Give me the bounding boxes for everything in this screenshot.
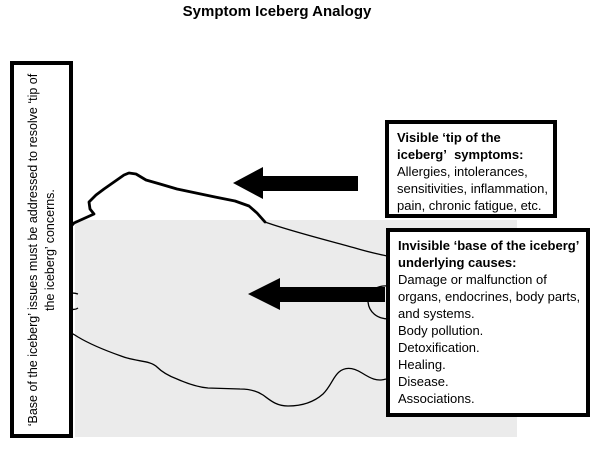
left-note-box: ‘Base of the iceberg’ issues must be add… xyxy=(10,61,73,438)
left-note-line-1: ‘Base of the iceberg’ issues must be add… xyxy=(25,73,40,426)
base-box-heading-line-2: underlying causes: xyxy=(398,255,517,270)
iceberg-underwater-right-slope xyxy=(264,221,388,257)
base-box-heading-line-1: Invisible ‘base of the iceberg’ xyxy=(398,238,580,253)
tip-left-arrow-icon xyxy=(233,167,358,199)
base-box-body-line: organs, endocrines, body parts, xyxy=(398,289,581,304)
base-box-body-line: Healing. xyxy=(398,357,446,372)
left-note-line-2: the iceberg’ concerns. xyxy=(42,188,57,311)
base-box-body-line: Body pollution. xyxy=(398,323,484,338)
base-box-body-line: Associations. xyxy=(398,391,475,406)
base-box-body-line: Damage or malfunction of xyxy=(398,272,547,287)
base-box-body-line: and systems. xyxy=(398,306,475,321)
tip-box-body-line: sensitivities, inflammation, xyxy=(397,181,548,196)
base-box-body-line: Disease. xyxy=(398,374,449,389)
iceberg-above-water-outline xyxy=(60,171,267,238)
base-box-body-line: Detoxification. xyxy=(398,340,480,355)
iceberg-underwater-bottom-outline xyxy=(63,329,387,407)
tip-box-heading-line-2: iceberg’ symptoms: xyxy=(397,147,524,162)
base-callout-box: Invisible ‘base of the iceberg’ underlyi… xyxy=(386,228,590,417)
tip-callout-box: Visible ‘tip of the iceberg’ symptoms: A… xyxy=(385,120,557,218)
base-left-arrow-icon xyxy=(248,278,385,310)
left-note-text: ‘Base of the iceberg’ issues must be add… xyxy=(18,62,66,437)
tip-box-body-line: Allergies, intolerances, xyxy=(397,164,528,179)
tip-box-heading-line-1: Visible ‘tip of the xyxy=(397,130,501,145)
page-title: Symptom Iceberg Analogy xyxy=(182,3,372,20)
tip-box-body-line: pain, chronic fatigue, etc. xyxy=(397,198,542,213)
